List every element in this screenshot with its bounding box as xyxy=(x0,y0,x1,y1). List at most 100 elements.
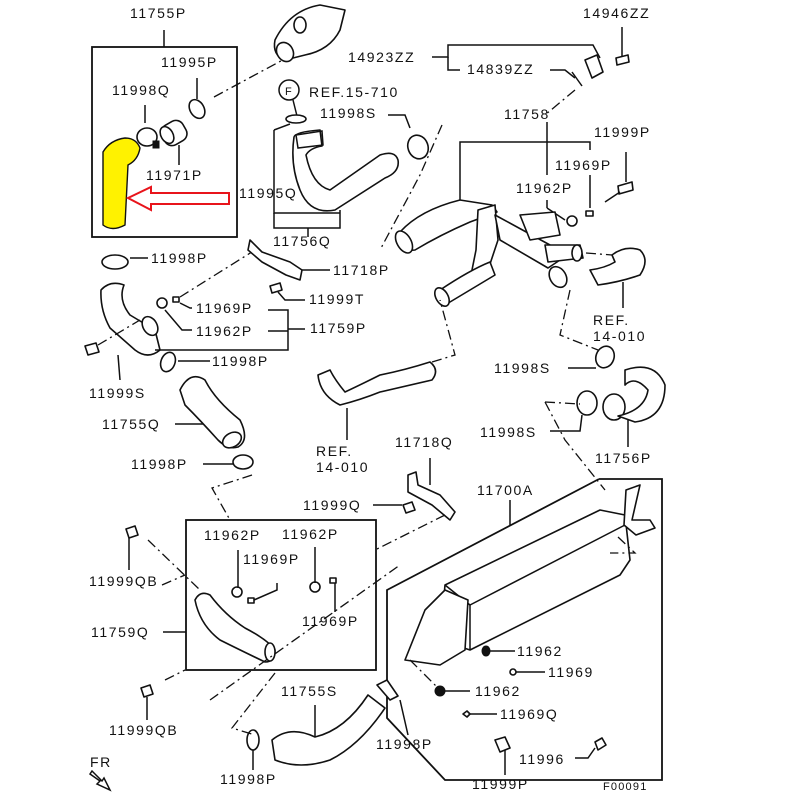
clamp-11998S-mid[interactable] xyxy=(593,344,617,371)
label-11971P[interactable]: 11971P xyxy=(146,167,203,183)
label-11998P-e[interactable]: 11998P xyxy=(376,736,433,752)
sensor-14923ZZ[interactable] xyxy=(584,54,604,79)
label-11995P[interactable]: 11995P xyxy=(161,54,218,70)
label-11996[interactable]: 11996 xyxy=(519,751,565,767)
label-11962P-box1[interactable]: 11962P xyxy=(204,527,261,543)
pipe-11759Q[interactable] xyxy=(194,592,276,663)
label-11999QB-top[interactable]: 11999QB xyxy=(89,573,159,589)
nut-11962-a[interactable] xyxy=(481,645,491,657)
label-11962P-box2[interactable]: 11962P xyxy=(282,526,339,542)
bolt-11999Q[interactable] xyxy=(402,501,416,514)
clamp-11998P-b[interactable] xyxy=(158,350,178,374)
ref-circle-F xyxy=(278,79,300,101)
hose-11755S[interactable] xyxy=(271,694,386,766)
stud-11969Q[interactable] xyxy=(462,710,471,718)
clamp-11998Q[interactable] xyxy=(136,127,158,147)
hose-11755Q[interactable] xyxy=(179,375,246,449)
label-11962P-mid[interactable]: 11962P xyxy=(196,323,253,339)
label-11995Q[interactable]: 11995Q xyxy=(239,185,298,201)
label-11969[interactable]: 11969 xyxy=(548,664,594,680)
label-11999S[interactable]: 11999S xyxy=(89,385,146,401)
label-11756Q[interactable]: 11756Q xyxy=(273,233,332,249)
stud-11969[interactable] xyxy=(509,668,517,676)
label-11759P[interactable]: 11759P xyxy=(310,320,367,336)
label-11700A[interactable]: 11700A xyxy=(477,482,534,498)
label-11998Q[interactable]: 11998Q xyxy=(112,82,171,98)
label-11998S-top[interactable]: 11998S xyxy=(320,105,377,121)
bracket-11718Q[interactable] xyxy=(407,471,456,521)
stud-11969P-box2[interactable] xyxy=(329,577,337,584)
stud-11969P-mid[interactable] xyxy=(172,296,180,303)
label-11756P[interactable]: 11756P xyxy=(595,450,652,466)
label-14946ZZ[interactable]: 14946ZZ xyxy=(583,5,651,21)
red-pointer-arrow-icon xyxy=(125,185,230,212)
group-box-11700A xyxy=(386,478,663,781)
label-11969P-box2[interactable]: 11969P xyxy=(302,613,359,629)
label-11755P[interactable]: 11755P xyxy=(130,5,187,21)
hose-ref-14-010-right[interactable] xyxy=(589,247,646,286)
stud-11969P-top[interactable] xyxy=(585,210,594,217)
label-11999P-bot[interactable]: 11999P xyxy=(472,776,529,792)
label-11969Q[interactable]: 11969Q xyxy=(500,706,559,722)
highlighted-hose-11755P[interactable] xyxy=(102,137,141,230)
bolt-11999T[interactable] xyxy=(269,282,283,294)
label-11755Q[interactable]: 11755Q xyxy=(102,416,161,432)
label-11969P-mid[interactable]: 11969P xyxy=(196,300,253,316)
bracket-11718P[interactable] xyxy=(247,239,303,281)
nut-11962-b[interactable] xyxy=(434,685,446,697)
label-11969P-top[interactable]: 11969P xyxy=(555,157,612,173)
clamp-11998P-c[interactable] xyxy=(232,454,254,470)
nut-11962P-box1[interactable] xyxy=(231,586,243,598)
pipe-11756Q[interactable] xyxy=(292,129,400,212)
bolt-14946ZZ[interactable] xyxy=(615,54,630,66)
bolt-11996[interactable] xyxy=(594,737,607,751)
label-11962P-top[interactable]: 11962P xyxy=(516,180,573,196)
nut-11962P-box2[interactable] xyxy=(309,581,321,593)
label-ref-14-010-right-2[interactable]: 14-010 xyxy=(593,328,647,344)
nut-11962P-top[interactable] xyxy=(566,215,578,227)
label-11998P-a[interactable]: 11998P xyxy=(151,250,208,266)
label-11718Q[interactable]: 11718Q xyxy=(395,434,454,450)
label-11962-b[interactable]: 11962 xyxy=(475,683,521,699)
label-ref-14-010-mid-1[interactable]: REF. xyxy=(316,443,353,459)
label-11759Q[interactable]: 11759Q xyxy=(91,624,150,640)
label-ref-14-010-right-1[interactable]: REF. xyxy=(593,312,630,328)
label-11999QB-bot[interactable]: 11999QB xyxy=(109,722,179,738)
clamp-11998S-top[interactable] xyxy=(404,132,431,161)
label-11998S-mid[interactable]: 11998S xyxy=(494,360,551,376)
bolt-11999P-bot[interactable] xyxy=(494,736,511,753)
label-11758[interactable]: 11758 xyxy=(504,106,550,122)
bolt-11999QB-top[interactable] xyxy=(125,525,139,539)
hose-ref-14-010-mid[interactable] xyxy=(317,361,437,406)
label-ref-15-710[interactable]: REF.15-710 xyxy=(309,84,399,100)
front-direction-arrow-icon xyxy=(88,769,112,792)
clamp-11998P-e[interactable] xyxy=(376,679,399,701)
oring-11995P[interactable] xyxy=(186,97,208,121)
intercooler-11700A[interactable] xyxy=(439,509,631,651)
clamp-11998S-low[interactable] xyxy=(576,390,598,416)
nut-11962P-mid[interactable] xyxy=(156,297,168,309)
label-11998S-low[interactable]: 11998S xyxy=(480,424,537,440)
label-11969P-box1[interactable]: 11969P xyxy=(243,551,300,567)
clamp-11998P-a[interactable] xyxy=(101,254,129,270)
bolt-11999QB-bot[interactable] xyxy=(140,684,154,698)
label-11999Q[interactable]: 11999Q xyxy=(303,497,362,513)
label-11999T[interactable]: 11999T xyxy=(309,291,366,307)
label-11962-a[interactable]: 11962 xyxy=(517,643,563,659)
bolt-11999P-top[interactable] xyxy=(617,181,634,195)
label-11998P-c[interactable]: 11998P xyxy=(131,456,188,472)
ref-circle-letter: F xyxy=(285,86,293,98)
pipe-11759P[interactable] xyxy=(100,282,161,356)
label-11718P[interactable]: 11718P xyxy=(333,262,390,278)
figure-code: F00091 xyxy=(603,781,648,793)
hose-11756P[interactable] xyxy=(617,366,666,423)
label-ref-14-010-mid-2[interactable]: 14-010 xyxy=(316,459,370,475)
bolt-11999S[interactable] xyxy=(84,342,100,356)
label-11998P-b[interactable]: 11998P xyxy=(212,353,269,369)
label-11999P-top[interactable]: 11999P xyxy=(594,124,651,140)
label-14839ZZ[interactable]: 14839ZZ xyxy=(467,61,535,77)
label-11755S[interactable]: 11755S xyxy=(281,683,338,699)
label-14923ZZ[interactable]: 14923ZZ xyxy=(348,49,416,65)
stud-11969P-box1[interactable] xyxy=(247,597,255,604)
label-11998P-d[interactable]: 11998P xyxy=(220,771,277,787)
